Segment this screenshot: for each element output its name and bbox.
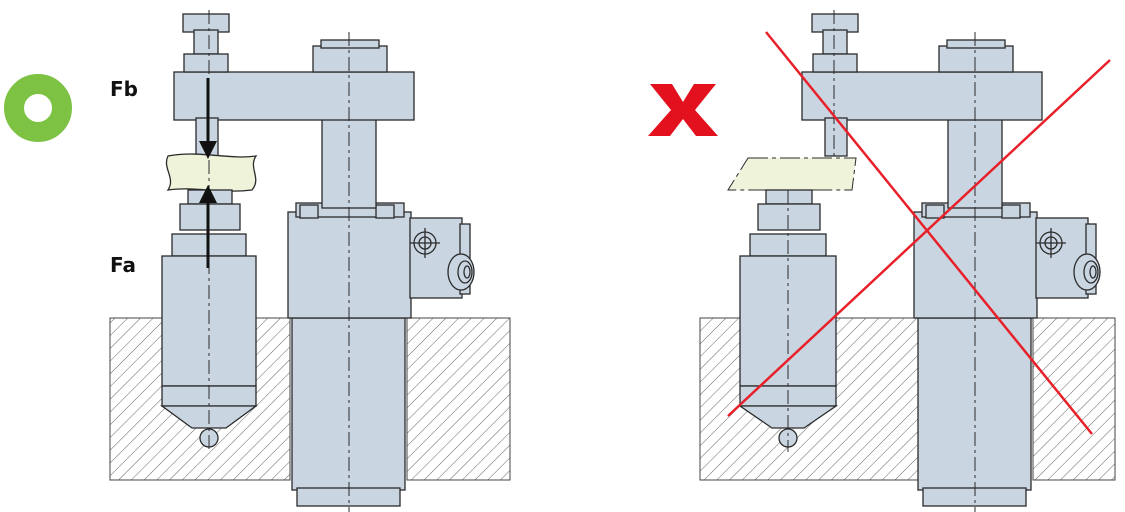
pressure-screw-2 xyxy=(811,13,859,157)
cross-line-1 xyxy=(765,31,1093,435)
workpiece xyxy=(165,153,258,192)
clamp-cylinder-2 xyxy=(801,39,1097,507)
panel-correct: Fb Fa xyxy=(4,10,511,512)
cross-line-2 xyxy=(727,59,1111,417)
work-support-2 xyxy=(737,189,839,448)
red-x-icon xyxy=(648,84,718,136)
base-block-right-2 xyxy=(1032,317,1116,481)
port-fitting-2 xyxy=(1036,228,1101,291)
workpiece-2 xyxy=(727,157,857,191)
base-block-right xyxy=(406,317,511,481)
force-label-fa: Fa xyxy=(110,253,136,277)
force-label-fb: Fb xyxy=(110,77,138,101)
port-fitting xyxy=(410,228,475,291)
green-circle-icon xyxy=(4,74,72,142)
panel-incorrect xyxy=(648,10,1116,512)
